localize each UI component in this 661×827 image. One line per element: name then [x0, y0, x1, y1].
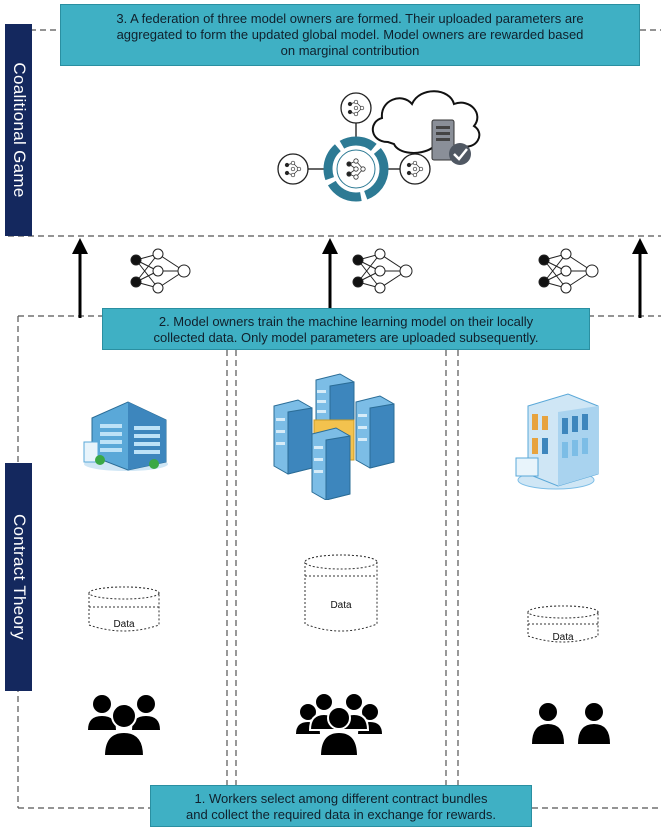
upload-arrowhead-middle [322, 238, 338, 254]
step2-line-1: 2. Model owners train the machine learni… [158, 314, 534, 329]
coalitional-game-sidebar: Coalitional Game [5, 24, 32, 236]
step2-line-2: collected data. Only model parameters ar… [153, 330, 539, 345]
coalitional-game-label: Coalitional Game [9, 62, 29, 198]
step1-line-2: and collect the required data in exchang… [185, 807, 497, 822]
data-store-middle: Data [304, 554, 378, 632]
step3-line-3: on marginal contribution [280, 43, 420, 58]
office-building-icon [83, 401, 168, 471]
upload-arrowhead-right [632, 238, 648, 254]
workers-group-middle [296, 692, 382, 757]
local-model-node-left [277, 153, 309, 185]
step3-callout: 3. A federation of three model owners ar… [60, 4, 640, 66]
upload-arrowhead-left [72, 238, 88, 254]
step2-callout: 2. Model owners train the machine learni… [102, 308, 590, 350]
step3-line-2: aggregated to form the updated global mo… [116, 27, 584, 42]
step1-callout: 1. Workers select among different contra… [150, 785, 532, 827]
contract-theory-sidebar: Contract Theory [5, 463, 32, 691]
step1-line-1: 1. Workers select among different contra… [194, 791, 488, 806]
step3-line-1: 3. A federation of three model owners ar… [116, 11, 584, 26]
neural-network-icon-right [538, 248, 599, 294]
neural-network-icon-left [130, 248, 191, 294]
data-store-left-label: Data [113, 619, 135, 630]
server-rack-front [311, 427, 351, 500]
global-model-icon [323, 136, 389, 202]
local-model-node-top [340, 92, 372, 124]
workers-group-right [532, 703, 610, 744]
neural-network-icon-middle [352, 248, 413, 294]
library-building-icon [515, 393, 599, 490]
local-model-node-right [399, 153, 431, 185]
upload-arrows [72, 238, 648, 318]
data-store-right: Data [527, 605, 599, 643]
workers-group-left [88, 695, 160, 757]
data-store-left: Data [88, 586, 160, 632]
server-rack-left [273, 399, 313, 475]
server-check-icon [431, 119, 471, 165]
data-store-middle-label: Data [330, 600, 352, 611]
data-store-right-label: Data [552, 632, 574, 643]
contract-theory-label: Contract Theory [9, 513, 29, 641]
server-rack-right [355, 395, 395, 469]
data-center-icon [273, 373, 395, 500]
global-model-cluster [277, 90, 481, 202]
